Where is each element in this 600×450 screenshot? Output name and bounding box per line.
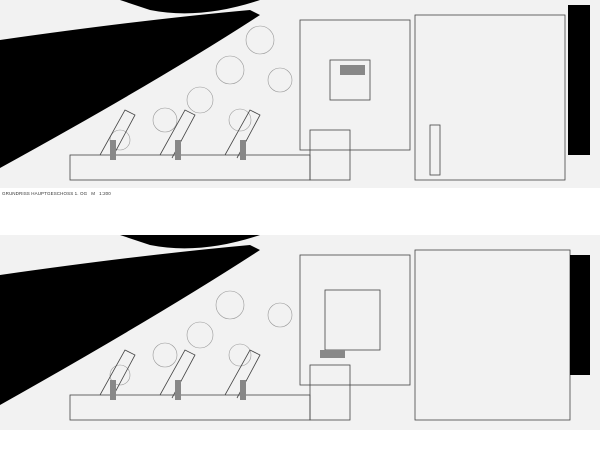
black-strip (568, 5, 590, 155)
building-wings (69, 14, 566, 181)
river-band (0, 245, 260, 405)
floor-plan-lower (0, 235, 600, 430)
river-band (0, 10, 260, 168)
plan-caption: GRUNDRISS HAUPTGESCHOSS 1. OG M 1:200 (2, 191, 111, 196)
black-strip (570, 255, 590, 375)
trees (109, 290, 293, 386)
floor-plan-upper (0, 0, 600, 188)
